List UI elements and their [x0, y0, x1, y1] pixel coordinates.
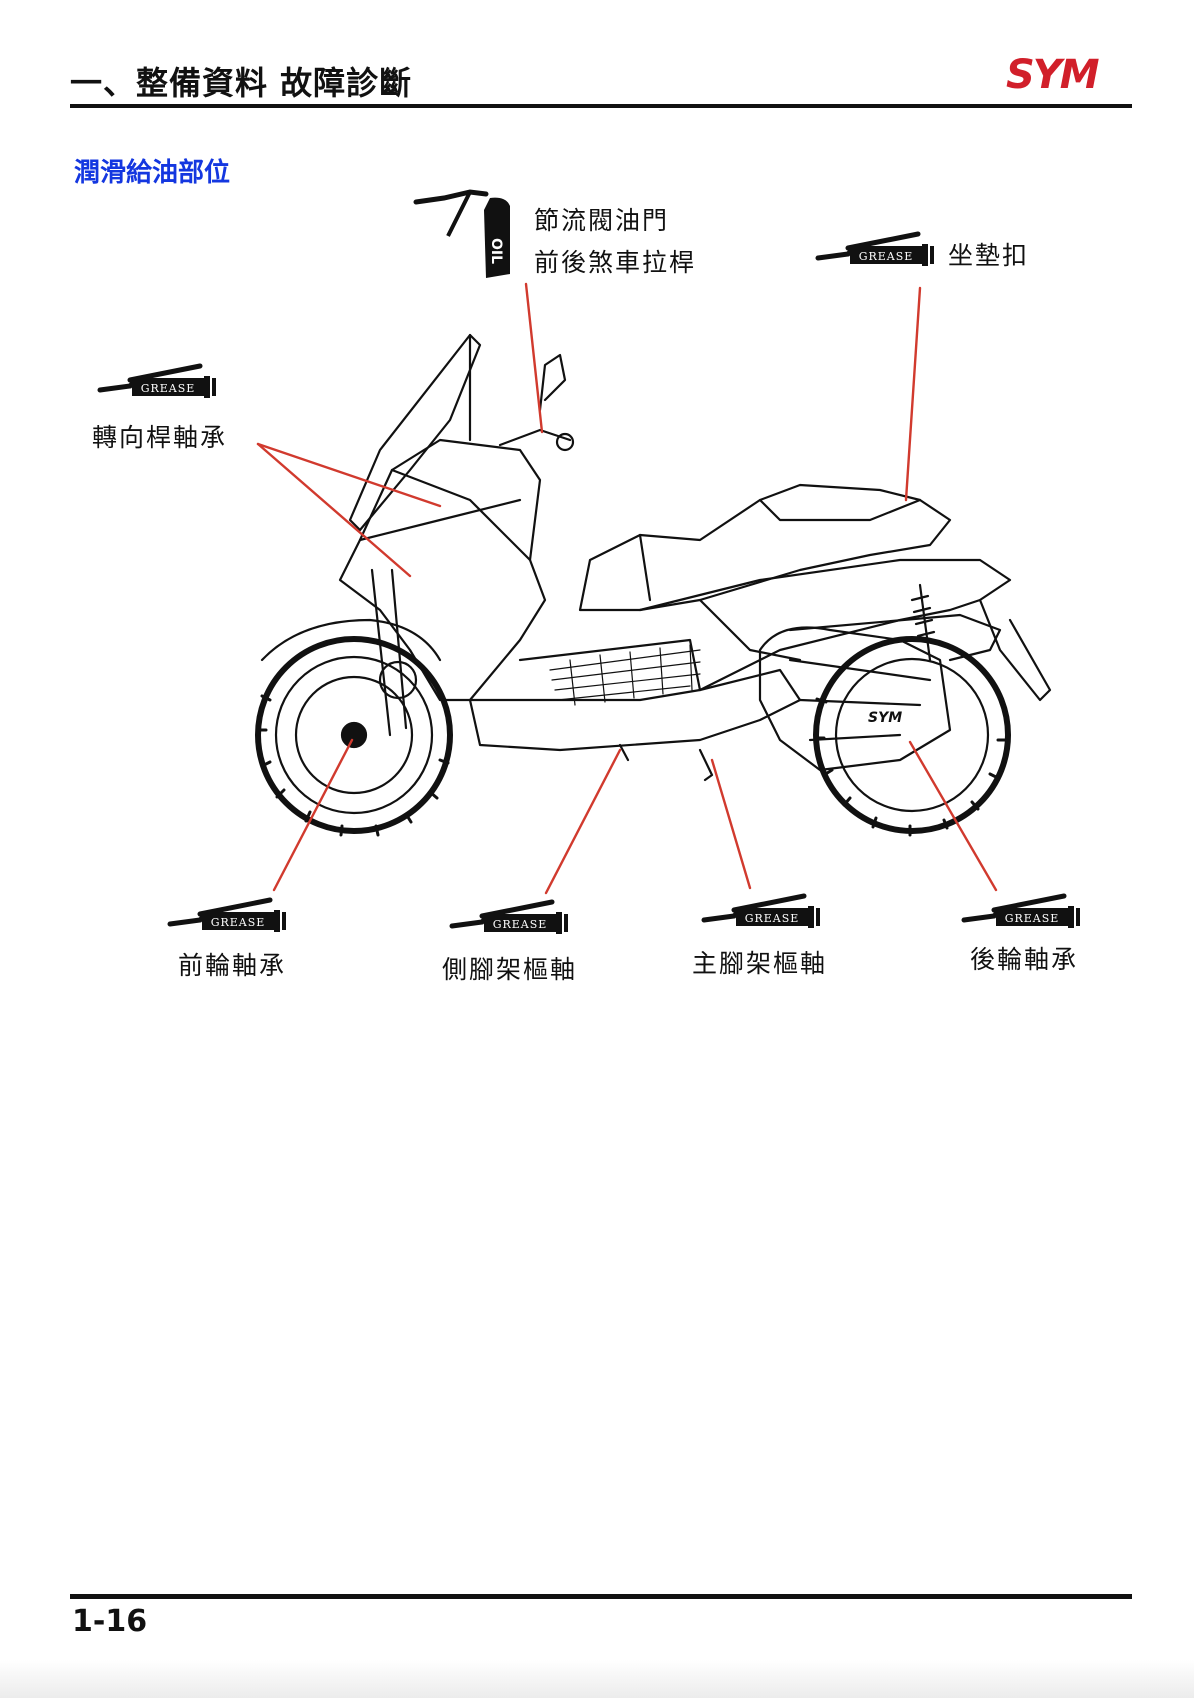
svg-text:OIL: OIL	[488, 238, 504, 264]
leader-line-front-wheel	[272, 738, 354, 892]
leader-line-rear-wheel	[908, 740, 998, 892]
sym-logo: SYM	[1006, 52, 1100, 98]
leader-line-main-stand	[710, 758, 752, 890]
page-header-title: 一、整備資料 故障診斷	[70, 64, 413, 102]
label-side-stand-pivot: 側腳架樞軸	[442, 955, 578, 984]
label-seat-latch: 坐墊扣	[948, 241, 1030, 270]
leader-line-side-stand	[544, 748, 622, 895]
leader-line-levers	[524, 282, 544, 434]
grease-gun-icon	[704, 896, 820, 928]
grease-gun-icon	[100, 366, 216, 398]
oil-can-icon: OIL	[413, 189, 510, 278]
footer-shade	[0, 1660, 1194, 1698]
label-front-wheel-bearing: 前輪軸承	[178, 951, 287, 980]
leader-line-seat-latch	[904, 286, 922, 502]
leader-line-steering-1	[256, 442, 442, 508]
header-rule	[70, 104, 1132, 108]
label-throttle-lever: 節流閥油門	[534, 206, 670, 235]
label-steering-bearing: 轉向桿軸承	[92, 423, 228, 452]
scooter-illustration: SYM	[255, 333, 1052, 837]
grease-gun-icon	[964, 896, 1080, 928]
label-main-stand-pivot: 主腳架樞軸	[692, 949, 828, 978]
lubrication-diagram: GREASE	[0, 189, 1194, 1000]
svg-text:SYM: SYM	[868, 710, 902, 726]
grease-gun-icon	[452, 902, 568, 934]
section-title: 潤滑給油部位	[74, 158, 231, 188]
leader-line-steering-2	[256, 442, 412, 578]
label-brake-levers: 前後煞車拉桿	[534, 248, 697, 277]
label-rear-wheel-bearing: 後輪軸承	[970, 945, 1079, 974]
grease-gun-icon	[170, 900, 286, 932]
footer-rule	[70, 1594, 1132, 1599]
page-number: 1-16	[72, 1604, 148, 1639]
grease-gun-icon	[818, 234, 934, 266]
